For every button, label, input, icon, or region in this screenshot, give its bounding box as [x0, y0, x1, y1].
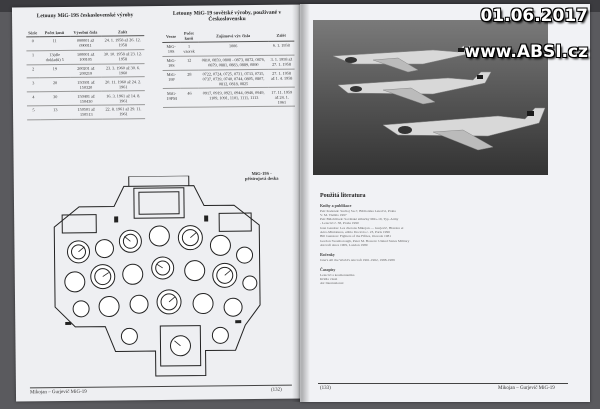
- literature-entry: - Letectví č. 38, Praha 1990: [320, 221, 359, 226]
- literature-entry: Petr Kaderek: Suchoj Su-7, Bibliotéka Le…: [320, 208, 396, 213]
- table1-cell: 30. 10. 1958 až 23. 12. 1958: [101, 49, 145, 64]
- literature-entry: Křídla vlasti: [320, 276, 338, 281]
- cockpit-instrument-panel-drawing: [53, 175, 261, 377]
- left-page: Letouny MiG-19S československé výroby Sé…: [11, 4, 307, 402]
- table1-cell: 19: [39, 63, 71, 79]
- literature-entry: Jane's All the World's Aircraft 1961-196…: [320, 257, 395, 262]
- literature-section-title: Ročenky: [320, 252, 335, 258]
- table1-cell: 22. 8. 1961 až 29. 11. 1961: [101, 104, 146, 119]
- right-footer-rule: [318, 383, 568, 384]
- table2-cell: 0722, 0724, 0725, 0731, 0733, 0735, 0737…: [198, 68, 269, 89]
- literature-entry: Aéro-Miniatures, editio Docavia c. 23, P…: [320, 230, 390, 234]
- watermark-site: www.ABSI.cz: [464, 42, 588, 62]
- literature-entry: V. M. Vielitis 1997: [320, 212, 347, 217]
- table2-cell: MiG-19P: [162, 69, 181, 89]
- right-footer-title: Mikojan – Gurjevič MiG-19: [498, 386, 555, 391]
- table1-cell: 13: [40, 105, 71, 120]
- literature-entry: Gordon Swanborough, Peter M. Bowers: Uni…: [320, 238, 410, 243]
- table1-cell: 3: [26, 78, 40, 93]
- table2-cell: 3. 1. 1958 až 27. 1. 1958: [268, 54, 295, 69]
- page-number: (132): [270, 387, 282, 393]
- table2-cell: 28: [180, 69, 199, 89]
- table1-cell: 4: [26, 91, 41, 106]
- table2-cell: 27. 1. 1958 až 1. 4. 1958: [268, 68, 295, 88]
- table2-header-1: Počet kusů: [179, 29, 199, 43]
- footer-title: Mikojan – Gurjevič MiG-19: [29, 389, 87, 396]
- table1-cell: 150301 až 150320: [70, 77, 102, 92]
- literature-heading: Použitá literatura: [320, 193, 366, 199]
- table1-cell: 200201 až 200219: [70, 63, 102, 78]
- table2-cell: 12: [179, 55, 199, 70]
- table1-cell: 0: [26, 36, 40, 51]
- table1-cell: 20: [39, 77, 71, 92]
- mig19-formation-photo: [313, 20, 548, 175]
- literature-entry: Letectví a kosmonautika: [320, 272, 355, 277]
- table2-cell: 0917, 0919, 0921, 0944, 0946, 0949, 1109…: [198, 87, 269, 108]
- table2-cell: 0810, 0859, 0808 - 0873, 0872, 0876, 087…: [198, 55, 269, 70]
- table2-cell: 46: [180, 88, 199, 108]
- table2-cell: 1006: [198, 41, 269, 56]
- table2-header-0: Verze: [162, 29, 180, 43]
- table2-header-3: Zalét: [268, 28, 295, 42]
- table1-cell: 100001 až 100105: [69, 49, 102, 64]
- table2-cell: 1 vzorek: [179, 42, 199, 57]
- table1-cell: 20. 11. 1960 až 24. 2. 1961: [101, 76, 145, 92]
- right-page-number: (133): [320, 386, 331, 391]
- table1-cell: 5: [26, 105, 41, 120]
- table1-cell: 150401 až 150430: [70, 91, 102, 106]
- table1-cell: 1: [26, 50, 40, 65]
- literature-section-title: Knihy a publikace: [320, 203, 352, 208]
- table1-cell: 16. 3. 1961 až 14. 8. 1961: [101, 90, 145, 105]
- table2-cell: MiG-19S: [162, 56, 181, 71]
- literature-entry: Air International: [320, 281, 344, 286]
- table1-cell: 24. 1. 1958 až 26. 12. 1958: [101, 35, 145, 50]
- book-spine-shadow: [292, 4, 310, 402]
- table1-cell: 150501 až 150513: [70, 104, 102, 120]
- table1-cell: 2: [26, 64, 40, 79]
- table2-cell: MiG-19S: [162, 42, 180, 57]
- table1-cell: 11: [39, 36, 70, 51]
- literature-entry: Jean Gaudou: Les cherons Mikojan — Gurje…: [320, 225, 404, 230]
- table2-cell: MiG-19PM: [162, 88, 181, 108]
- aircraft-formation-image: [313, 20, 548, 175]
- table1-cell: 23. 3. 1960 až 30. 6. 1960: [101, 63, 145, 78]
- literature-entry: Petr Bělohlávek: Sovětské stíhačky MiG-1…: [320, 217, 399, 222]
- table2-cell: 6. 1. 1958: [268, 41, 295, 56]
- table1-cell: 13(dle dokladů) 5: [39, 50, 71, 65]
- literature-entry: Bill Gunston: Fighters of the Fifties, O…: [320, 234, 391, 239]
- table2-header-2: Zajímavá výr. čísla: [197, 28, 269, 43]
- table1-header-0: Série: [26, 29, 40, 37]
- table1-cell: 30: [39, 91, 71, 106]
- table2-caption: Letouny MiG-19 sovětské výroby, používan…: [172, 9, 282, 23]
- watermark-date: 01.06.2017: [480, 6, 588, 26]
- table1-cell: 090001 až 090011: [69, 36, 102, 51]
- literature-section-title: Časopisy: [320, 267, 336, 272]
- literature-entry: Aircraft since 1909, London 1989: [320, 242, 368, 247]
- cockpit-caption: MiG-19S - přístrojová deska: [244, 170, 279, 182]
- table1-caption: Letouny MiG-19S československé výroby: [36, 12, 134, 20]
